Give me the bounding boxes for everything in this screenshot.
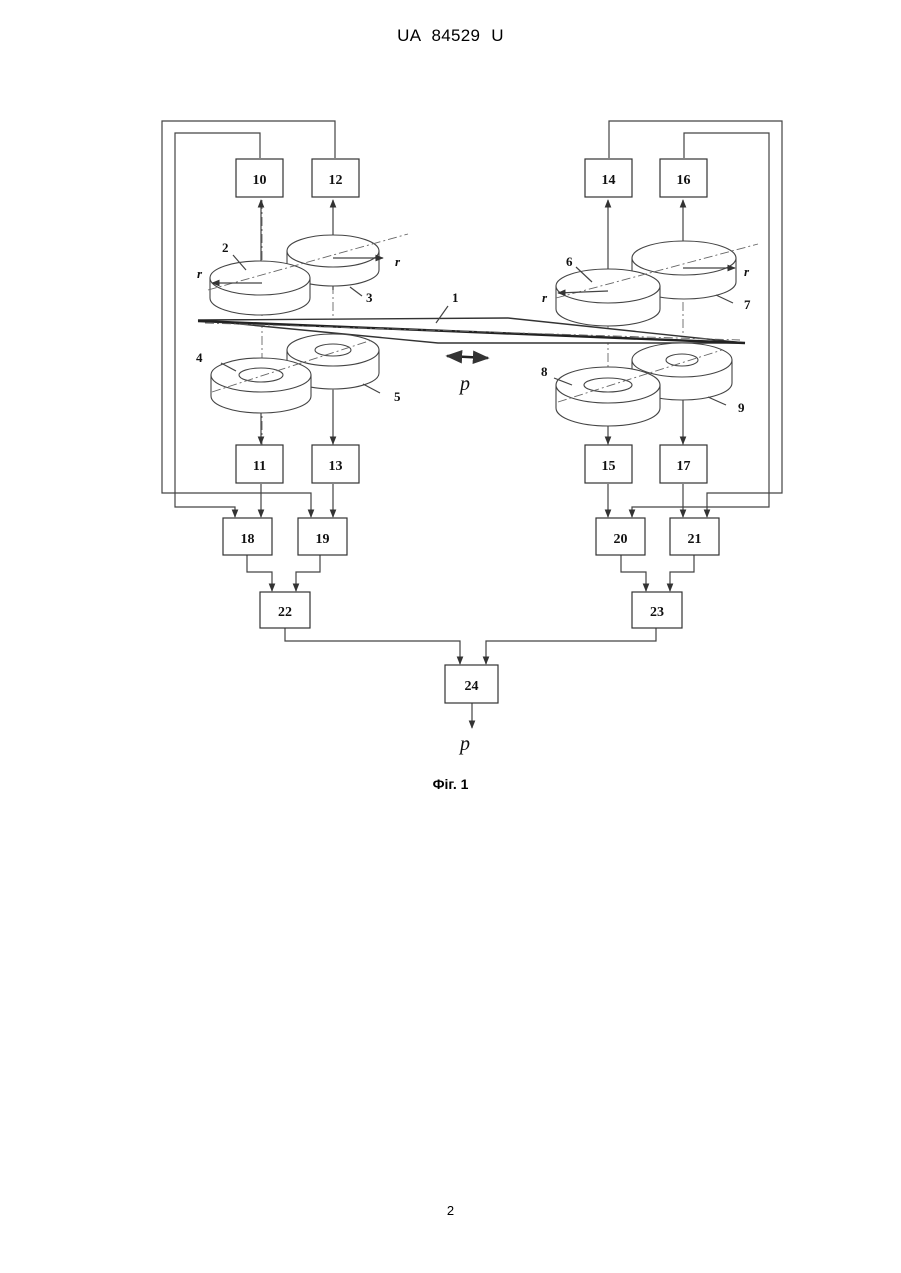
block-16: 16	[660, 159, 707, 197]
strip-element-1	[198, 318, 745, 343]
motion-arrow-icon	[447, 356, 488, 358]
label-9: 9	[738, 400, 745, 415]
block-24: 24	[445, 665, 498, 703]
svg-text:20: 20	[614, 532, 628, 547]
block-14: 14	[585, 159, 632, 197]
svg-text:17: 17	[677, 459, 691, 474]
block-15: 15	[585, 445, 632, 483]
svg-text:16: 16	[677, 173, 691, 188]
label-8: 8	[541, 364, 548, 379]
block-21: 21	[670, 518, 719, 555]
radius-label: r	[744, 264, 750, 279]
label-4: 4	[196, 350, 203, 365]
svg-text:22: 22	[278, 605, 292, 620]
block-19: 19	[298, 518, 347, 555]
svg-text:18: 18	[241, 532, 255, 547]
label-7: 7	[744, 297, 751, 312]
block-17: 17	[660, 445, 707, 483]
signal-p-label: p	[458, 373, 470, 395]
ring-element-8	[556, 367, 660, 426]
svg-text:14: 14	[602, 173, 616, 188]
label-2: 2	[222, 240, 229, 255]
block-13: 13	[312, 445, 359, 483]
label-3: 3	[366, 290, 373, 305]
svg-text:15: 15	[602, 459, 616, 474]
block-22: 22	[260, 592, 310, 628]
radius-label: r	[197, 266, 203, 281]
svg-text:10: 10	[253, 173, 267, 188]
page-number: 2	[0, 1203, 901, 1218]
ring-element-6	[556, 269, 660, 326]
svg-text:12: 12	[329, 173, 343, 188]
svg-text:13: 13	[329, 459, 343, 474]
block-10: 10	[236, 159, 283, 197]
block-20: 20	[596, 518, 645, 555]
svg-text:23: 23	[650, 605, 664, 620]
svg-text:19: 19	[316, 532, 330, 547]
output-p-label: p	[458, 733, 470, 755]
svg-text:11: 11	[253, 459, 266, 474]
figure-caption: Фіг. 1	[0, 776, 901, 792]
block-12: 12	[312, 159, 359, 197]
block-11: 11	[236, 445, 283, 483]
svg-text:24: 24	[465, 679, 479, 694]
radius-label: r	[542, 290, 548, 305]
label-6: 6	[566, 254, 573, 269]
radius-label: r	[395, 254, 401, 269]
label-1: 1	[452, 290, 459, 305]
block-18: 18	[223, 518, 272, 555]
ring-element-2	[210, 261, 310, 315]
svg-text:21: 21	[688, 532, 702, 547]
block-23: 23	[632, 592, 682, 628]
label-5: 5	[394, 389, 401, 404]
